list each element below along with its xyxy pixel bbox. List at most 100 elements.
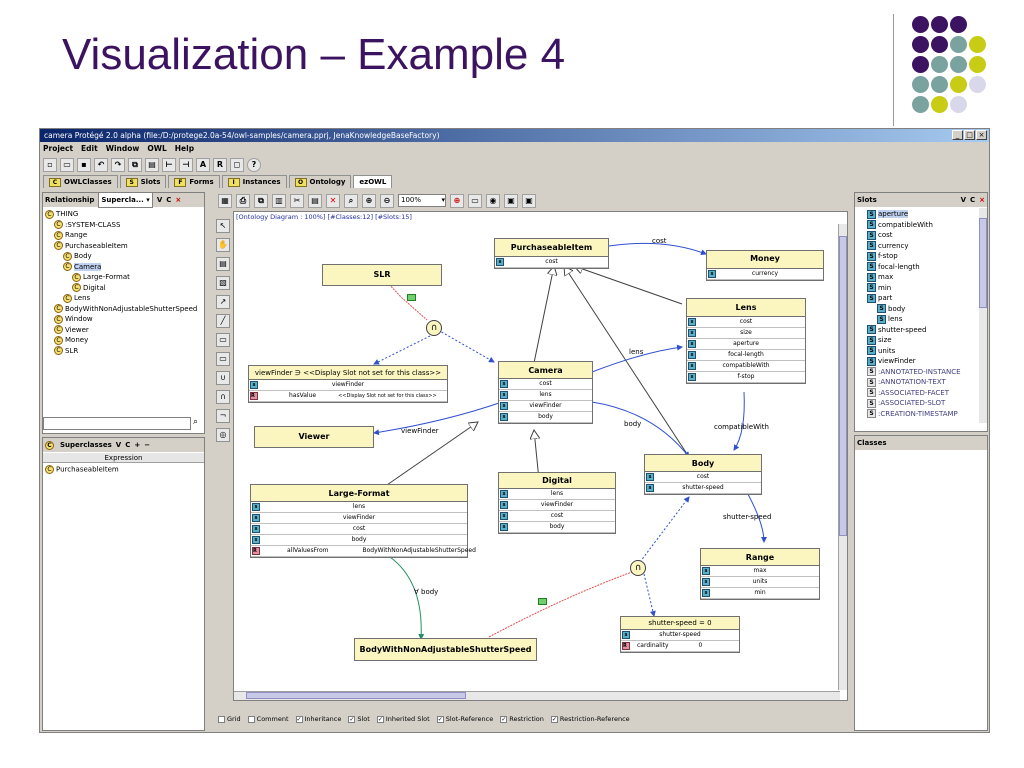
- window-icon[interactable]: ▣: [504, 193, 518, 208]
- slot-tree-item[interactable]: S:ASSOCIATED-FACET: [857, 388, 977, 399]
- restriction-viewfinder[interactable]: viewFinder ∋ <<Display Slot not set for …: [248, 365, 448, 403]
- zoom-select[interactable]: 100%▾: [398, 194, 446, 207]
- class-tree-item[interactable]: C:SYSTEM-CLASS: [45, 220, 203, 231]
- paste-icon[interactable]: ▤: [145, 158, 159, 172]
- option-inheritance[interactable]: ✓Inheritance: [295, 715, 341, 723]
- r-button[interactable]: R: [213, 158, 227, 172]
- option-comment[interactable]: Comment: [247, 715, 289, 723]
- save-icon[interactable]: ▪: [77, 158, 91, 172]
- a-button[interactable]: A: [196, 158, 210, 172]
- menu-owl[interactable]: OWL: [147, 144, 167, 153]
- undo-icon[interactable]: ↶: [94, 158, 108, 172]
- close-button[interactable]: ×: [976, 130, 987, 140]
- union-tool-icon[interactable]: ∪: [216, 371, 230, 385]
- oneof-tool-icon[interactable]: ◎: [216, 428, 230, 442]
- page-icon[interactable]: ▭: [468, 193, 482, 208]
- checkbox[interactable]: ✓: [348, 715, 356, 723]
- ontology-diagram-canvas[interactable]: [Ontology Diagram : 100%] [#Classes:12] …: [233, 211, 848, 701]
- checkbox[interactable]: [218, 715, 225, 723]
- checkbox[interactable]: [247, 715, 255, 723]
- tree2-icon[interactable]: ⊣: [179, 158, 193, 172]
- cut-icon[interactable]: ✂: [290, 193, 304, 208]
- class-slr[interactable]: SLR: [322, 264, 442, 286]
- help-button[interactable]: ?: [247, 158, 261, 172]
- horizontal-scrollbar[interactable]: [234, 691, 840, 700]
- line-tool-icon[interactable]: ╱: [216, 314, 230, 328]
- image-icon[interactable]: ◉: [486, 193, 500, 208]
- delete-slot-button[interactable]: ×: [979, 196, 985, 204]
- complement-tool-icon[interactable]: ¬: [216, 409, 230, 423]
- print-icon[interactable]: ⎙: [236, 193, 250, 208]
- box2-tool-icon[interactable]: ▭: [216, 352, 230, 366]
- intersection-node-2[interactable]: ∩: [630, 560, 646, 576]
- slot-tree-item[interactable]: S:ANNOTATION-TEXT: [857, 377, 977, 388]
- option-grid[interactable]: Grid: [218, 715, 241, 723]
- box-tool-icon[interactable]: ▭: [216, 333, 230, 347]
- zoom-out-icon[interactable]: ⊖: [380, 193, 394, 208]
- option-slot[interactable]: ✓Slot: [348, 715, 370, 723]
- add-icon[interactable]: +: [134, 441, 141, 449]
- checkbox[interactable]: ✓: [550, 715, 558, 723]
- slot-tree-item[interactable]: S:ASSOCIATED-SLOT: [857, 398, 977, 409]
- class-viewer[interactable]: Viewer: [254, 426, 374, 448]
- vertical-scrollbar[interactable]: [838, 224, 847, 690]
- intersect-tool-icon[interactable]: ∩: [216, 390, 230, 404]
- option-inherited-slot[interactable]: ✓Inherited Slot: [376, 715, 430, 723]
- menu-window[interactable]: Window: [105, 144, 140, 153]
- remove-icon[interactable]: −: [144, 441, 151, 449]
- v-button[interactable]: V: [115, 441, 122, 449]
- delete-class-button[interactable]: ×: [175, 196, 182, 204]
- option-slot-reference[interactable]: ✓Slot-Reference: [436, 715, 493, 723]
- option-restriction-reference[interactable]: ✓Restriction-Reference: [550, 715, 630, 723]
- class-bodywithnonadjustableshutterspeed[interactable]: BodyWithNonAdjustableShutterSpeed: [354, 638, 537, 661]
- delete-icon[interactable]: ✕: [326, 193, 340, 208]
- copy-diagram-icon[interactable]: ⧉: [254, 193, 268, 208]
- paste-diagram-icon[interactable]: ▤: [308, 193, 322, 208]
- select-icon[interactable]: ↖: [216, 219, 230, 233]
- checkbox[interactable]: ✓: [436, 715, 444, 723]
- new-icon[interactable]: ▫: [43, 158, 57, 172]
- copy-icon[interactable]: ⧉: [128, 158, 142, 172]
- c-button[interactable]: C: [166, 196, 172, 204]
- checkbox[interactable]: ✓: [295, 715, 303, 723]
- slot-tree-item[interactable]: S:ANNOTATED-INSTANCE: [857, 367, 977, 378]
- maximize-button[interactable]: □: [964, 130, 975, 140]
- slots-scrollbar[interactable]: [979, 208, 987, 423]
- c-button[interactable]: C: [125, 441, 131, 449]
- restriction-tool-icon[interactable]: ▧: [216, 276, 230, 290]
- class-icon[interactable]: ◻: [230, 158, 244, 172]
- find-icon[interactable]: ⌕: [344, 193, 358, 208]
- tab-ezowl[interactable]: ezOWL: [353, 175, 393, 188]
